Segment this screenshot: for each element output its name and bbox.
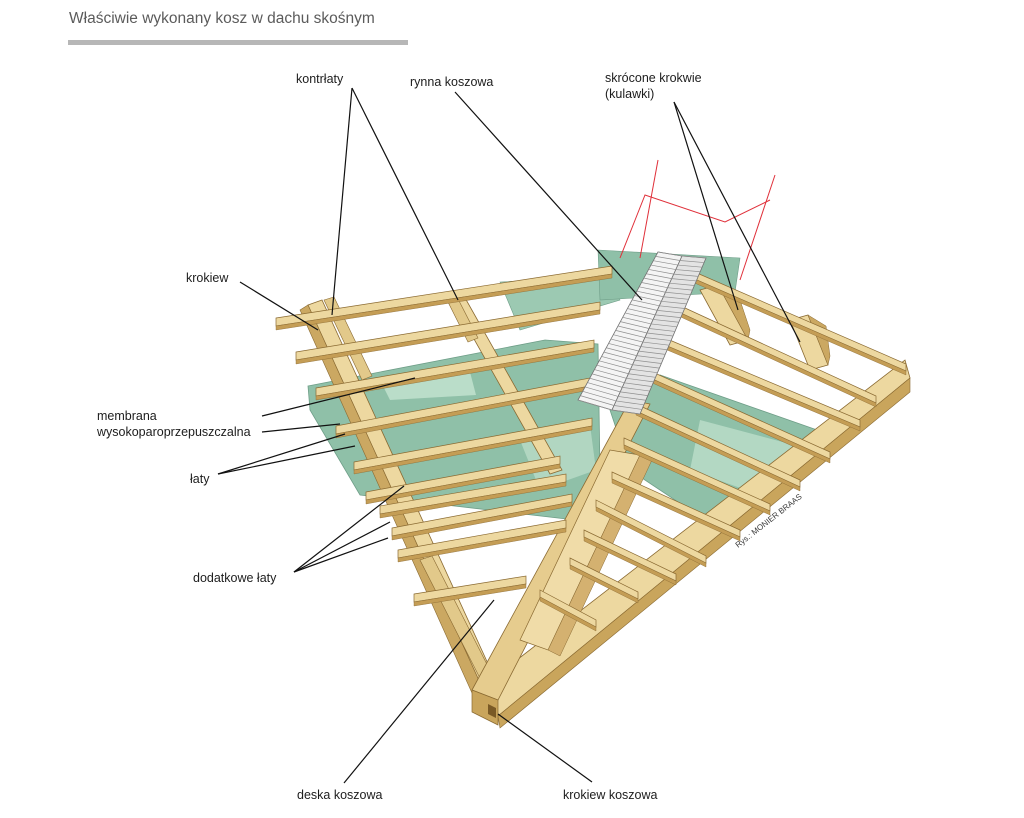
gutter-rib: [653, 260, 703, 268]
batten-left-10-edge: [413, 583, 527, 607]
label-wysokoparoprzepuszczalna: wysokoparoprzepuszczalna: [96, 425, 251, 439]
batten-left-3-edge: [315, 347, 595, 401]
label-kulawki: (kulawki): [605, 87, 654, 101]
gutter-rib: [617, 325, 674, 337]
batten-right-10-edge: [569, 564, 639, 604]
gutter-rib: [650, 264, 701, 273]
gutter-rib: [587, 382, 648, 396]
gutter-rib: [580, 395, 642, 410]
label-krokiew-koszowa: krokiew koszowa: [563, 788, 658, 802]
gutter-rib: [592, 373, 652, 387]
gutter-rib: [606, 347, 664, 360]
gutter-rib: [620, 321, 675, 332]
batten-right-6-edge: [623, 444, 771, 516]
title-underline: [68, 40, 408, 45]
valley-gutter: [577, 251, 707, 415]
label-membrana: membrana: [97, 409, 157, 423]
gutter-rib: [601, 356, 660, 369]
leader-lines: [217, 87, 801, 784]
battens-right: [539, 269, 907, 632]
batten-right-11-edge: [539, 596, 597, 632]
batten-left-7-edge: [379, 481, 567, 519]
gutter-rib: [634, 295, 687, 305]
batten-left-9-edge: [397, 527, 567, 563]
gutter-rib: [582, 390, 644, 406]
batten-left-1-edge: [275, 273, 613, 331]
label-dodatkowe-laty: dodatkowe łaty: [193, 571, 277, 585]
label-krokiew: krokiew: [186, 271, 229, 285]
gutter-rib: [648, 269, 699, 277]
figure-title: Właściwie wykonany kosz w dachu skośnym: [69, 10, 375, 27]
gutter-rib: [608, 343, 666, 355]
gutter-rib: [627, 308, 681, 318]
section-lines: [619, 159, 776, 281]
gutter-rib: [615, 330, 672, 341]
gutter-rib: [646, 273, 697, 282]
gutter-rib: [655, 256, 705, 263]
gutter-rib: [577, 399, 641, 415]
figure-heading: Właściwie wykonany kosz w dachu skośnym: [68, 8, 408, 48]
battens-left: [275, 265, 613, 607]
gutter-rib: [613, 334, 670, 346]
label-skrocone-krokwie: skrócone krokwie: [605, 71, 702, 85]
gutter-rib: [584, 386, 646, 401]
gutter-rib: [594, 369, 654, 383]
batten-left-2-edge: [295, 309, 601, 365]
batten-left-5-edge: [353, 425, 593, 475]
gutter-rib: [657, 251, 707, 259]
gutter-rib: [610, 338, 668, 351]
gutter-rib: [643, 277, 695, 286]
gutter-rib: [624, 312, 679, 323]
label-laty: łaty: [190, 472, 210, 486]
label-deska-koszowa: deska koszowa: [297, 788, 383, 802]
batten-right-9-edge: [583, 536, 677, 586]
gutter-rib: [632, 299, 685, 309]
gutter-rib: [629, 303, 683, 314]
batten-left-8-edge: [391, 501, 573, 541]
gutter-rib: [639, 286, 691, 296]
batten-right-7-edge: [611, 478, 741, 542]
batten-left-6-edge: [365, 463, 561, 505]
batten-right-8-edge: [595, 506, 707, 568]
gutter-rib: [599, 360, 658, 374]
gutter-rib: [622, 316, 677, 328]
label-kontrlaty: kontrłaty: [296, 72, 344, 86]
gutter-rib: [603, 351, 662, 364]
gutter-rib: [596, 364, 656, 378]
gutter-rib: [641, 282, 693, 291]
gutter-rib: [636, 290, 689, 300]
label-rynna-koszowa: rynna koszowa: [410, 75, 493, 89]
gutter-rib: [589, 377, 650, 392]
